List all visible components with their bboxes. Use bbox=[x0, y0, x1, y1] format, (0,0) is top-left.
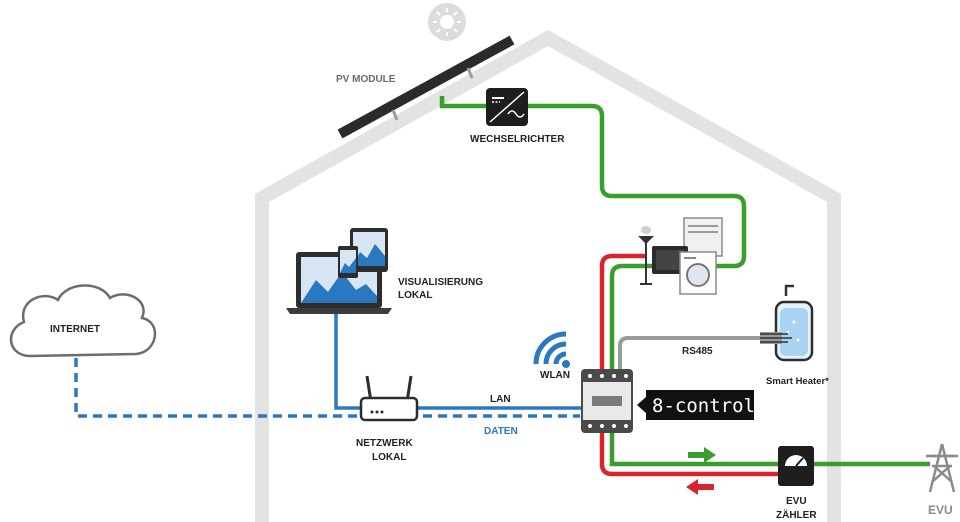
inverter-icon bbox=[486, 88, 528, 126]
smart-heater-label: Smart Heater* bbox=[766, 376, 829, 387]
meter-icon bbox=[778, 446, 814, 486]
visualization-label-line1: VISUALISIERUNG bbox=[398, 277, 483, 288]
lan-label: LAN bbox=[490, 394, 511, 405]
lamp-icon bbox=[638, 226, 654, 285]
brand-label: 8-control bbox=[652, 395, 755, 417]
rs485-line bbox=[618, 336, 760, 372]
8-control-logo: 8-control bbox=[637, 390, 755, 420]
router-icon bbox=[359, 375, 419, 422]
pv-power-line bbox=[439, 96, 930, 467]
visualization-label-line2: LOKAL bbox=[398, 290, 432, 301]
internet-cloud-icon bbox=[9, 284, 157, 358]
grid-power-line bbox=[599, 253, 786, 477]
power-tower-icon bbox=[926, 443, 958, 493]
appliances-icon bbox=[652, 217, 723, 295]
smart-heater-icon bbox=[760, 284, 814, 362]
feed-in-arrow-icon bbox=[688, 447, 716, 463]
phone-icon bbox=[338, 246, 358, 278]
network-label-line1: NETZWERK bbox=[356, 438, 413, 449]
pv-module-label: PV MODULE bbox=[336, 74, 396, 85]
wlan-label: WLAN bbox=[540, 370, 570, 381]
wlan-icon bbox=[533, 331, 570, 368]
rs485-label: RS485 bbox=[682, 346, 713, 357]
network-label-line2: LOKAL bbox=[372, 452, 406, 463]
sun-icon bbox=[428, 3, 466, 41]
pv-module-icon bbox=[337, 35, 515, 139]
data-label: DATEN bbox=[484, 426, 518, 437]
8-control-device-icon bbox=[581, 369, 633, 433]
meter-label-line2: ZÄHLER bbox=[776, 508, 817, 521]
grid-label: EVU bbox=[928, 503, 953, 517]
meter-label-line1: EVU bbox=[786, 496, 807, 507]
house-outline bbox=[255, 29, 841, 522]
internet-label: INTERNET bbox=[50, 324, 100, 335]
consumption-arrow-icon bbox=[686, 479, 714, 495]
inverter-label: WECHSELRICHTER bbox=[470, 134, 565, 145]
lan-line-visualization bbox=[334, 312, 364, 410]
tablet-icon bbox=[350, 228, 388, 272]
